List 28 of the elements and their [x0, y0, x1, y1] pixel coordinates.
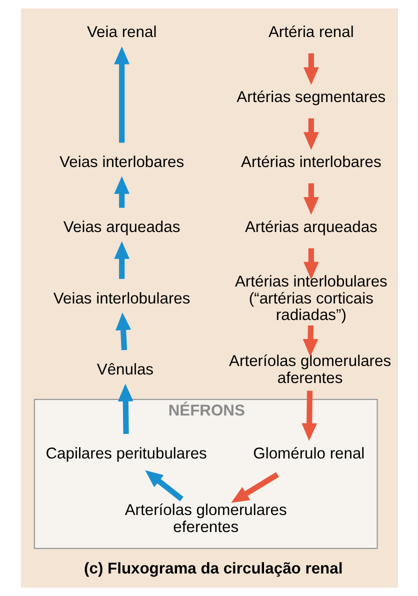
arrow	[302, 325, 318, 357]
node-text: Arteríolas glomerulares eferentes	[124, 502, 286, 536]
node-text: Vênulas	[96, 361, 154, 378]
arrow	[230, 472, 278, 503]
arrow	[115, 312, 130, 350]
node-text: Artérias segmentares	[236, 89, 386, 106]
node-text: Veias interlobares	[59, 154, 184, 172]
caption: (c) Fluxograma da circulação renal	[84, 560, 342, 578]
node-text: Arteríolas glomerulares aferentes	[228, 353, 391, 387]
arrow	[114, 241, 130, 279]
arrow	[302, 248, 318, 280]
node-text: Artérias interlobares	[240, 154, 381, 172]
node-text: Veias arqueadas	[62, 219, 180, 236]
arrow	[144, 470, 183, 502]
node-text: Capilares peritubulares	[45, 445, 206, 462]
node-text: Artérias interlobulares (“artérias corticais radiadas”)	[234, 273, 387, 324]
arrow	[302, 53, 318, 85]
node-text: Glomérulo renal	[252, 445, 364, 462]
node-text: Artérias arqueadas	[244, 219, 377, 236]
arrow	[117, 384, 133, 434]
node-text: Veias interlobulares	[52, 290, 190, 308]
arrow	[302, 183, 318, 215]
node-text: Artéria renal	[268, 24, 354, 42]
node-text: Veia renal	[86, 24, 156, 42]
arrow	[301, 390, 317, 441]
arrow	[114, 176, 130, 208]
arrow	[114, 46, 130, 143]
arrow	[302, 118, 318, 150]
